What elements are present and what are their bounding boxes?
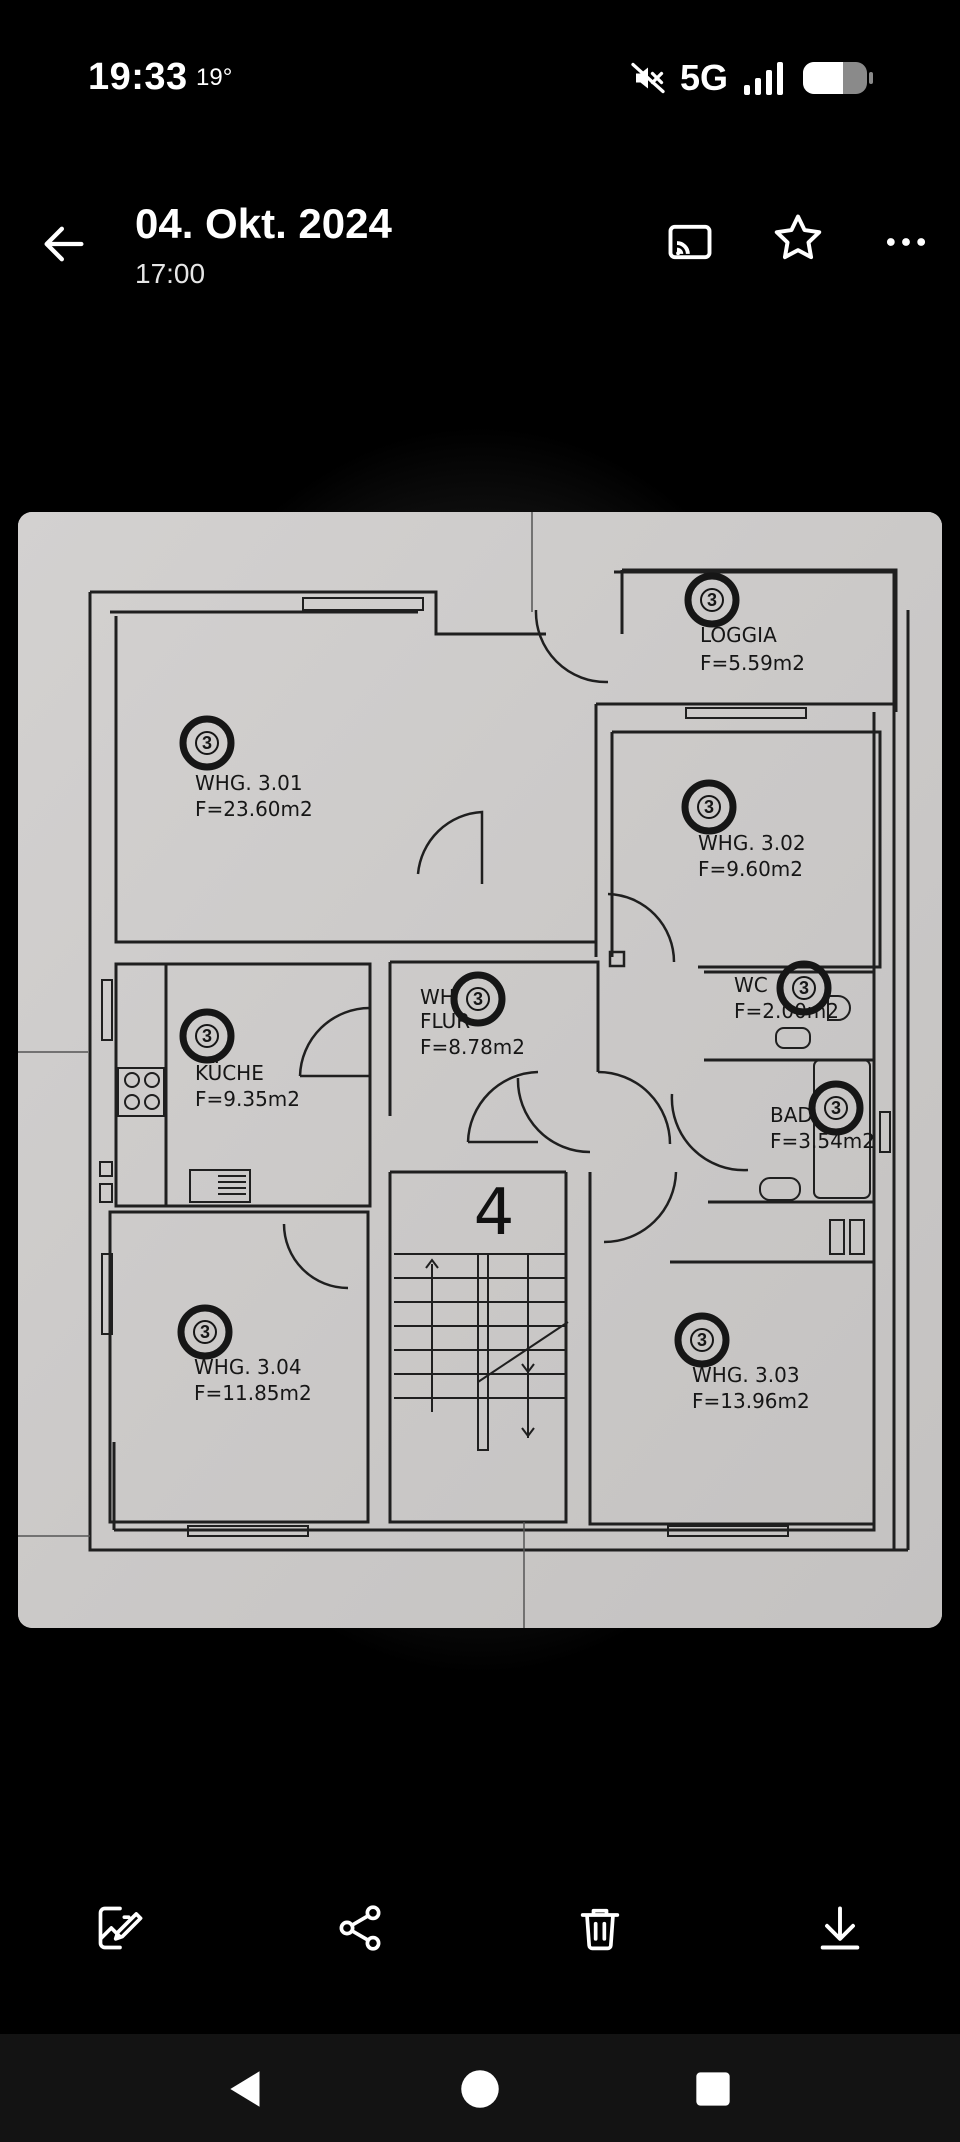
svg-text:3: 3 <box>707 590 717 610</box>
more-icon[interactable] <box>880 216 932 268</box>
marker-loggia: 3 <box>684 572 740 628</box>
svg-text:3: 3 <box>473 989 483 1009</box>
floor-plan-photo[interactable]: 3 3 3 3 3 3 3 3 3 4 LOGGIA F=5.59m2 WHG.… <box>18 512 942 1628</box>
door-swings <box>282 609 749 1290</box>
svg-text:3: 3 <box>200 1322 210 1342</box>
svg-text:3: 3 <box>202 733 212 753</box>
svg-text:3: 3 <box>799 978 809 998</box>
room-area: F=3.54m2 <box>770 1129 875 1153</box>
status-time: 19:33 <box>88 56 188 98</box>
status-bar: 19:33 19° 5G <box>0 0 960 150</box>
battery-icon <box>803 62 873 94</box>
svg-text:3: 3 <box>202 1026 212 1046</box>
marker-3-02: 3 <box>681 779 737 835</box>
room-markers: 3 3 3 3 3 3 3 3 3 <box>177 572 864 1368</box>
signal-icon <box>744 62 783 95</box>
share-icon[interactable] <box>334 1902 386 1954</box>
status-icons: 5G <box>630 56 874 100</box>
background-lines <box>18 512 533 1628</box>
room-name: WHG. 3.04 <box>194 1355 302 1379</box>
marker-bad: 3 <box>808 1080 864 1136</box>
star-icon[interactable] <box>770 210 826 266</box>
room-name: WHG. 3.01 <box>195 771 303 795</box>
download-icon[interactable] <box>814 1902 866 1954</box>
room-area: F=5.59m2 <box>700 651 805 675</box>
room-area: F=23.60m2 <box>195 797 313 821</box>
svg-text:3: 3 <box>704 797 714 817</box>
svg-text:3: 3 <box>697 1330 707 1350</box>
nav-back-icon[interactable] <box>222 2064 272 2114</box>
room-area: F=9.35m2 <box>195 1087 300 1111</box>
room-name: BAD <box>770 1103 813 1127</box>
room-name: WC <box>734 973 768 997</box>
photo-date: 04. Okt. 2024 <box>135 200 392 247</box>
marker-wc: 3 <box>776 960 832 1016</box>
svg-text:3: 3 <box>831 1098 841 1118</box>
room-area: F=8.78m2 <box>420 1035 525 1059</box>
room-area: F=2.00m2 <box>734 999 839 1023</box>
network-type: 5G <box>679 57 728 98</box>
room-name: WHG. 3.02 <box>698 831 806 855</box>
mute-icon <box>631 62 665 94</box>
room-area: F=11.85m2 <box>194 1381 312 1405</box>
stairs <box>394 1253 569 1451</box>
photo-time: 17:00 <box>135 258 206 289</box>
marker-3-01: 3 <box>179 715 235 771</box>
back-arrow-icon[interactable] <box>38 218 90 270</box>
room-name: KÜCHE <box>195 1061 264 1085</box>
walls <box>88 568 910 1552</box>
room-name: WHG. 3.03 <box>692 1363 800 1387</box>
cast-icon[interactable] <box>664 216 716 268</box>
room-area: F=9.60m2 <box>698 857 803 881</box>
bottom-toolbar <box>0 1890 960 1960</box>
delete-icon[interactable] <box>574 1902 626 1954</box>
marker-3-04: 3 <box>177 1304 233 1360</box>
stairwell-number: 4 <box>474 1176 515 1250</box>
system-nav-bar <box>0 2034 960 2142</box>
fixtures <box>99 597 891 1537</box>
status-temperature: 19° <box>196 64 233 91</box>
marker-kueche: 3 <box>179 1008 235 1064</box>
marker-flur: 3 <box>450 971 506 1027</box>
room-name: WH <box>420 985 455 1009</box>
room-area: F=13.96m2 <box>692 1389 810 1413</box>
nav-home-icon[interactable] <box>455 2064 505 2114</box>
room-name: FLUR <box>420 1009 470 1033</box>
nav-recents-icon[interactable] <box>688 2064 738 2114</box>
edit-image-icon[interactable] <box>94 1902 146 1954</box>
app-bar: 04. Okt. 2024 17:00 <box>0 190 960 300</box>
room-name: LOGGIA <box>700 623 777 647</box>
marker-3-03: 3 <box>674 1312 730 1368</box>
room-labels: LOGGIA F=5.59m2 WHG. 3.01 F=23.60m2 WHG.… <box>194 623 875 1413</box>
